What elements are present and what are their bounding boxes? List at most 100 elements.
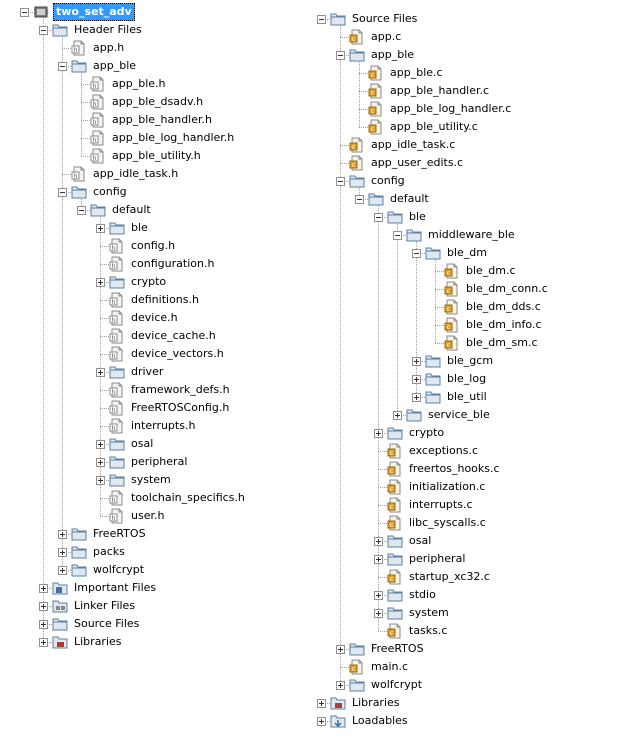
tree-item-peripheral[interactable]: peripheral — [374, 550, 467, 568]
expand-icon[interactable] — [96, 439, 105, 449]
tree-item-libraries[interactable]: Libraries — [317, 694, 402, 712]
tree-item-source-files[interactable]: Source Files — [317, 10, 419, 28]
tree-item-crypto[interactable]: crypto — [96, 273, 168, 291]
tree-item-middleware-ble[interactable]: middleware_ble — [393, 226, 517, 244]
tree-item-ble-util[interactable]: ble_util — [412, 388, 489, 406]
expand-icon[interactable] — [412, 374, 421, 384]
expand-icon[interactable] — [96, 223, 105, 233]
tree-item-header-files[interactable]: Header Files — [39, 21, 144, 39]
tree-item-system[interactable]: system — [374, 604, 451, 622]
expand-icon[interactable] — [374, 608, 383, 618]
tree-item-packs[interactable]: packs — [58, 543, 127, 561]
tree-item-service-ble[interactable]: service_ble — [393, 406, 492, 424]
collapse-icon[interactable] — [77, 205, 86, 215]
expand-icon[interactable] — [412, 356, 421, 366]
collapse-icon[interactable] — [58, 61, 67, 71]
tree-item-default[interactable]: default — [355, 190, 431, 208]
tree-item-crypto[interactable]: crypto — [374, 424, 446, 442]
expand-icon[interactable] — [317, 716, 326, 726]
expand-icon[interactable] — [96, 457, 105, 467]
tree-item-app-ble[interactable]: app_ble — [58, 57, 138, 75]
collapse-icon[interactable] — [374, 212, 383, 222]
expand-icon[interactable] — [58, 529, 67, 539]
expand-icon[interactable] — [96, 277, 105, 287]
tree-item-loadables[interactable]: Loadables — [317, 712, 410, 730]
expand-icon[interactable] — [96, 367, 105, 377]
expand-icon[interactable] — [374, 428, 383, 438]
expand-icon[interactable] — [39, 601, 48, 611]
tree-item-ble-gcm[interactable]: ble_gcm — [412, 352, 495, 370]
expand-icon[interactable] — [374, 590, 383, 600]
tree-item-config[interactable]: config — [58, 183, 129, 201]
collapse-icon[interactable] — [393, 230, 402, 240]
expand-icon[interactable] — [412, 392, 421, 402]
collapse-icon[interactable] — [39, 25, 48, 35]
tree-item-system[interactable]: system — [96, 471, 173, 489]
tree-item-wolfcrypt[interactable]: wolfcrypt — [336, 676, 424, 694]
expand-icon[interactable] — [39, 619, 48, 629]
tree-item-peripheral[interactable]: peripheral — [96, 453, 189, 471]
tree-item-ble-dm[interactable]: ble_dm — [412, 244, 489, 262]
expand-icon[interactable] — [39, 583, 48, 593]
tree-item-libraries[interactable]: Libraries — [39, 633, 124, 651]
tree-item-stdio[interactable]: stdio — [374, 586, 438, 604]
expand-icon[interactable] — [336, 680, 345, 690]
expand-icon[interactable] — [317, 698, 326, 708]
tree-item-linker-files[interactable]: Linker Files — [39, 597, 137, 615]
tree-item-driver[interactable]: driver — [96, 363, 165, 381]
tree-item-ble[interactable]: ble — [374, 208, 428, 226]
expand-icon[interactable] — [374, 554, 383, 564]
tree-item-ble[interactable]: ble — [96, 219, 150, 237]
tree-item-osal[interactable]: osal — [96, 435, 155, 453]
expand-icon[interactable] — [374, 536, 383, 546]
tree-item-ble-log[interactable]: ble_log — [412, 370, 488, 388]
expand-icon[interactable] — [96, 475, 105, 485]
expand-icon[interactable] — [58, 547, 67, 557]
expand-icon[interactable] — [336, 644, 345, 654]
collapse-icon[interactable] — [336, 176, 345, 186]
expand-icon[interactable] — [393, 410, 402, 420]
tree-item-wolfcrypt[interactable]: wolfcrypt — [58, 561, 146, 579]
tree-item-config[interactable]: config — [336, 172, 407, 190]
collapse-icon[interactable] — [412, 248, 421, 258]
tree-item-important-files[interactable]: Important Files — [39, 579, 158, 597]
collapse-icon[interactable] — [336, 50, 345, 60]
tree-item-osal[interactable]: osal — [374, 532, 433, 550]
expand-icon[interactable] — [39, 637, 48, 647]
tree-item-app-ble[interactable]: app_ble — [336, 46, 416, 64]
tree-item-freertos[interactable]: FreeRTOS — [58, 525, 148, 543]
collapse-icon[interactable] — [317, 14, 326, 24]
tree-item-default[interactable]: default — [77, 201, 153, 219]
tree-item-freertos[interactable]: FreeRTOS — [336, 640, 426, 658]
